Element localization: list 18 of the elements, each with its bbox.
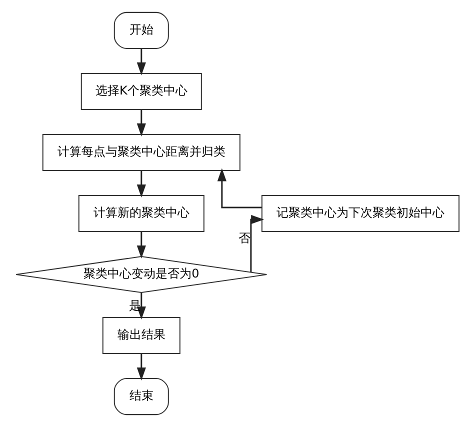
arrow — [136, 170, 146, 198]
node-box: 记聚类中心为下次聚类初始中心 — [260, 195, 459, 232]
arrow — [136, 110, 146, 136]
arrow — [136, 48, 146, 76]
node-box: 结束 — [113, 378, 168, 416]
edge-label: 否 — [238, 230, 250, 245]
node-box: 计算每点与聚类中心距离并归类 — [42, 134, 240, 171]
node-box: 开始 — [113, 12, 168, 49]
arrow — [136, 354, 146, 381]
arrow — [216, 168, 262, 208]
arrow — [250, 214, 264, 272]
node-box: 计算新的聚类中心 — [78, 195, 204, 232]
edge-label: 是 — [128, 298, 140, 313]
node-box: 输出结果 — [102, 317, 180, 354]
node-diamond: 聚类中心变动是否为0 — [15, 256, 267, 294]
arrow — [136, 232, 146, 258]
arrow — [136, 292, 146, 320]
node-box: 选择K个聚类中心 — [80, 72, 202, 110]
